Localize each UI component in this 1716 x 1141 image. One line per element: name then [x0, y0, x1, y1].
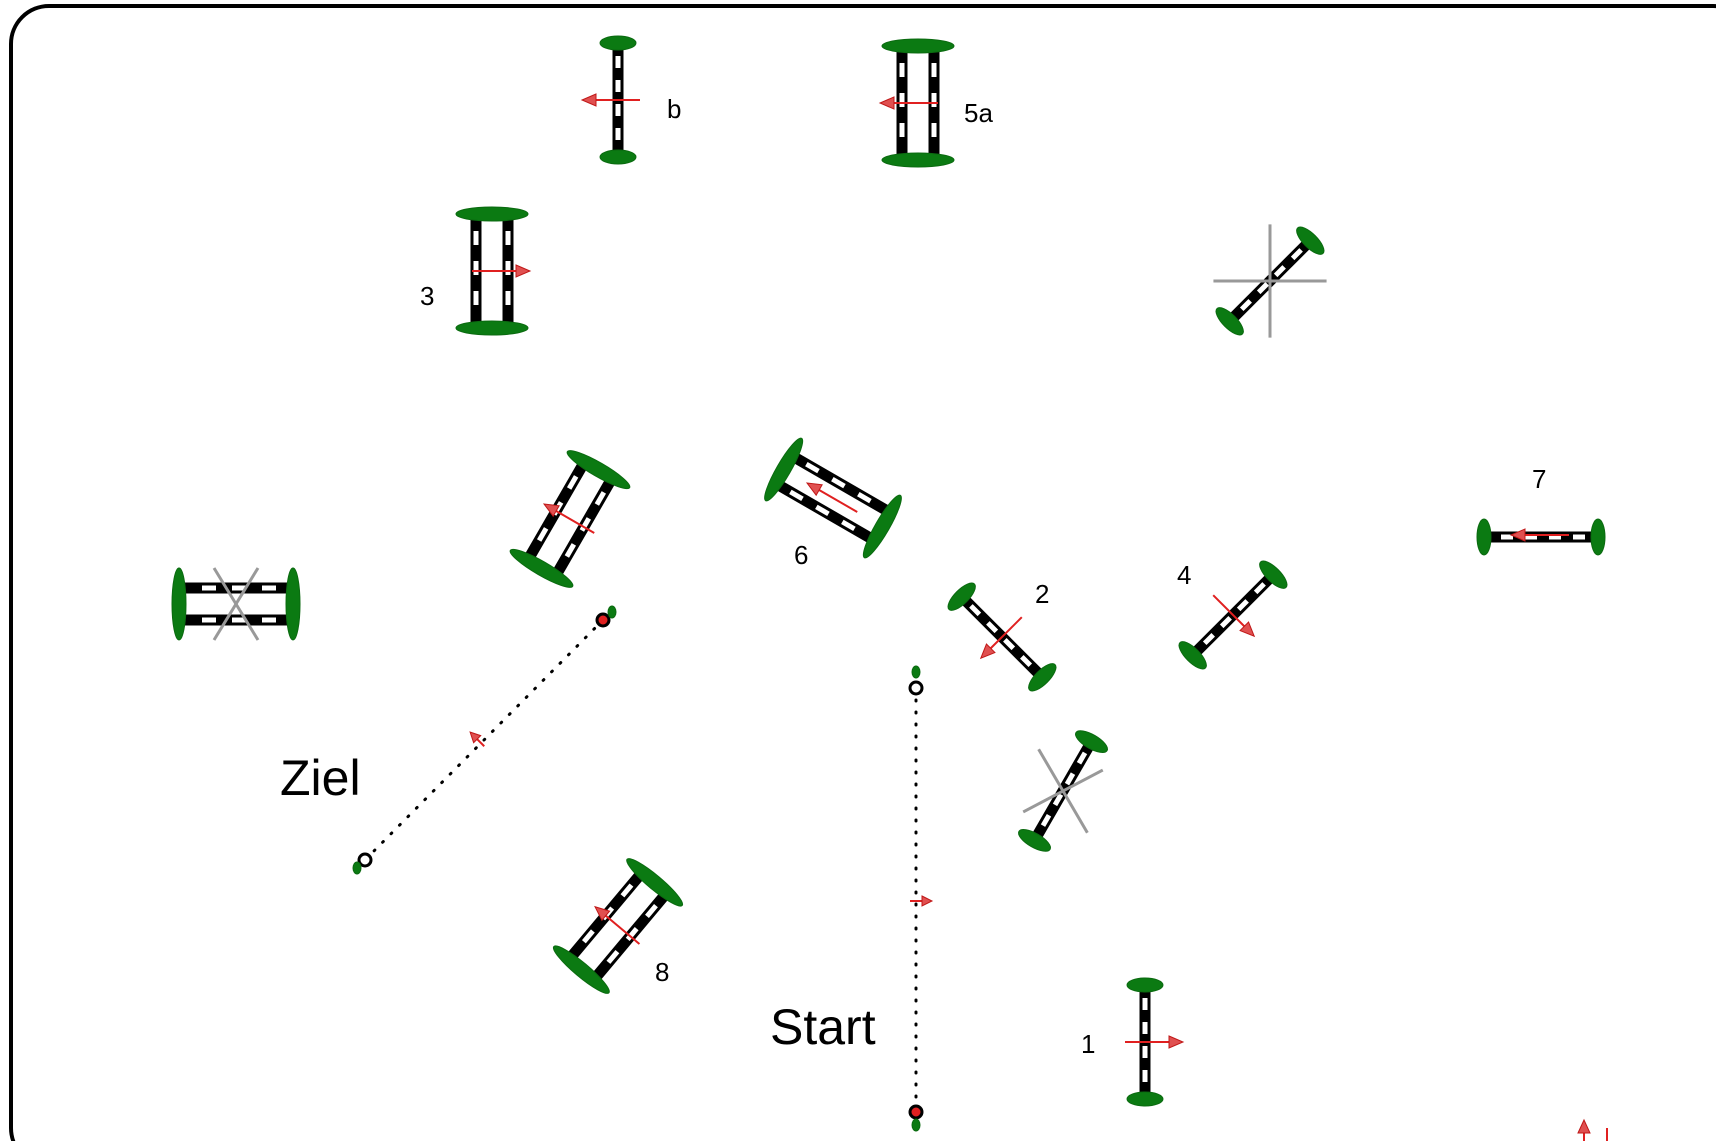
finish-line: [352, 605, 617, 875]
fence-label-4: 4: [1177, 560, 1191, 590]
fence-label-2: 2: [1035, 579, 1049, 609]
crossed-fence-left: [172, 568, 300, 640]
fence-label-3: 3: [420, 281, 434, 311]
finish-label: Ziel: [280, 750, 361, 806]
fence-b[interactable]: [581, 36, 640, 164]
fence-3[interactable]: [456, 207, 530, 335]
partial-arrow-bottom-right: [1577, 1118, 1608, 1141]
crossed-fence-top-right: [1196, 207, 1343, 354]
fence-label-1: 1: [1081, 1029, 1095, 1059]
fence-label-b: b: [667, 94, 681, 124]
fence-5a[interactable]: [880, 39, 954, 167]
fence-label-7: 7: [1532, 464, 1546, 494]
fence-6[interactable]: [760, 435, 907, 561]
fence-oxer-left[interactable]: [507, 446, 633, 593]
fence-7[interactable]: [1477, 519, 1605, 555]
start-label: Start: [770, 999, 876, 1055]
arena-frame: [9, 4, 1716, 1141]
start-line: [908, 665, 934, 1132]
crossed-fence-center: [995, 715, 1132, 868]
fence-1[interactable]: [1125, 978, 1184, 1106]
fence-label-8: 8: [655, 957, 669, 987]
fence-label-6: 6: [794, 540, 808, 570]
fence-label-5a: 5a: [964, 98, 993, 128]
